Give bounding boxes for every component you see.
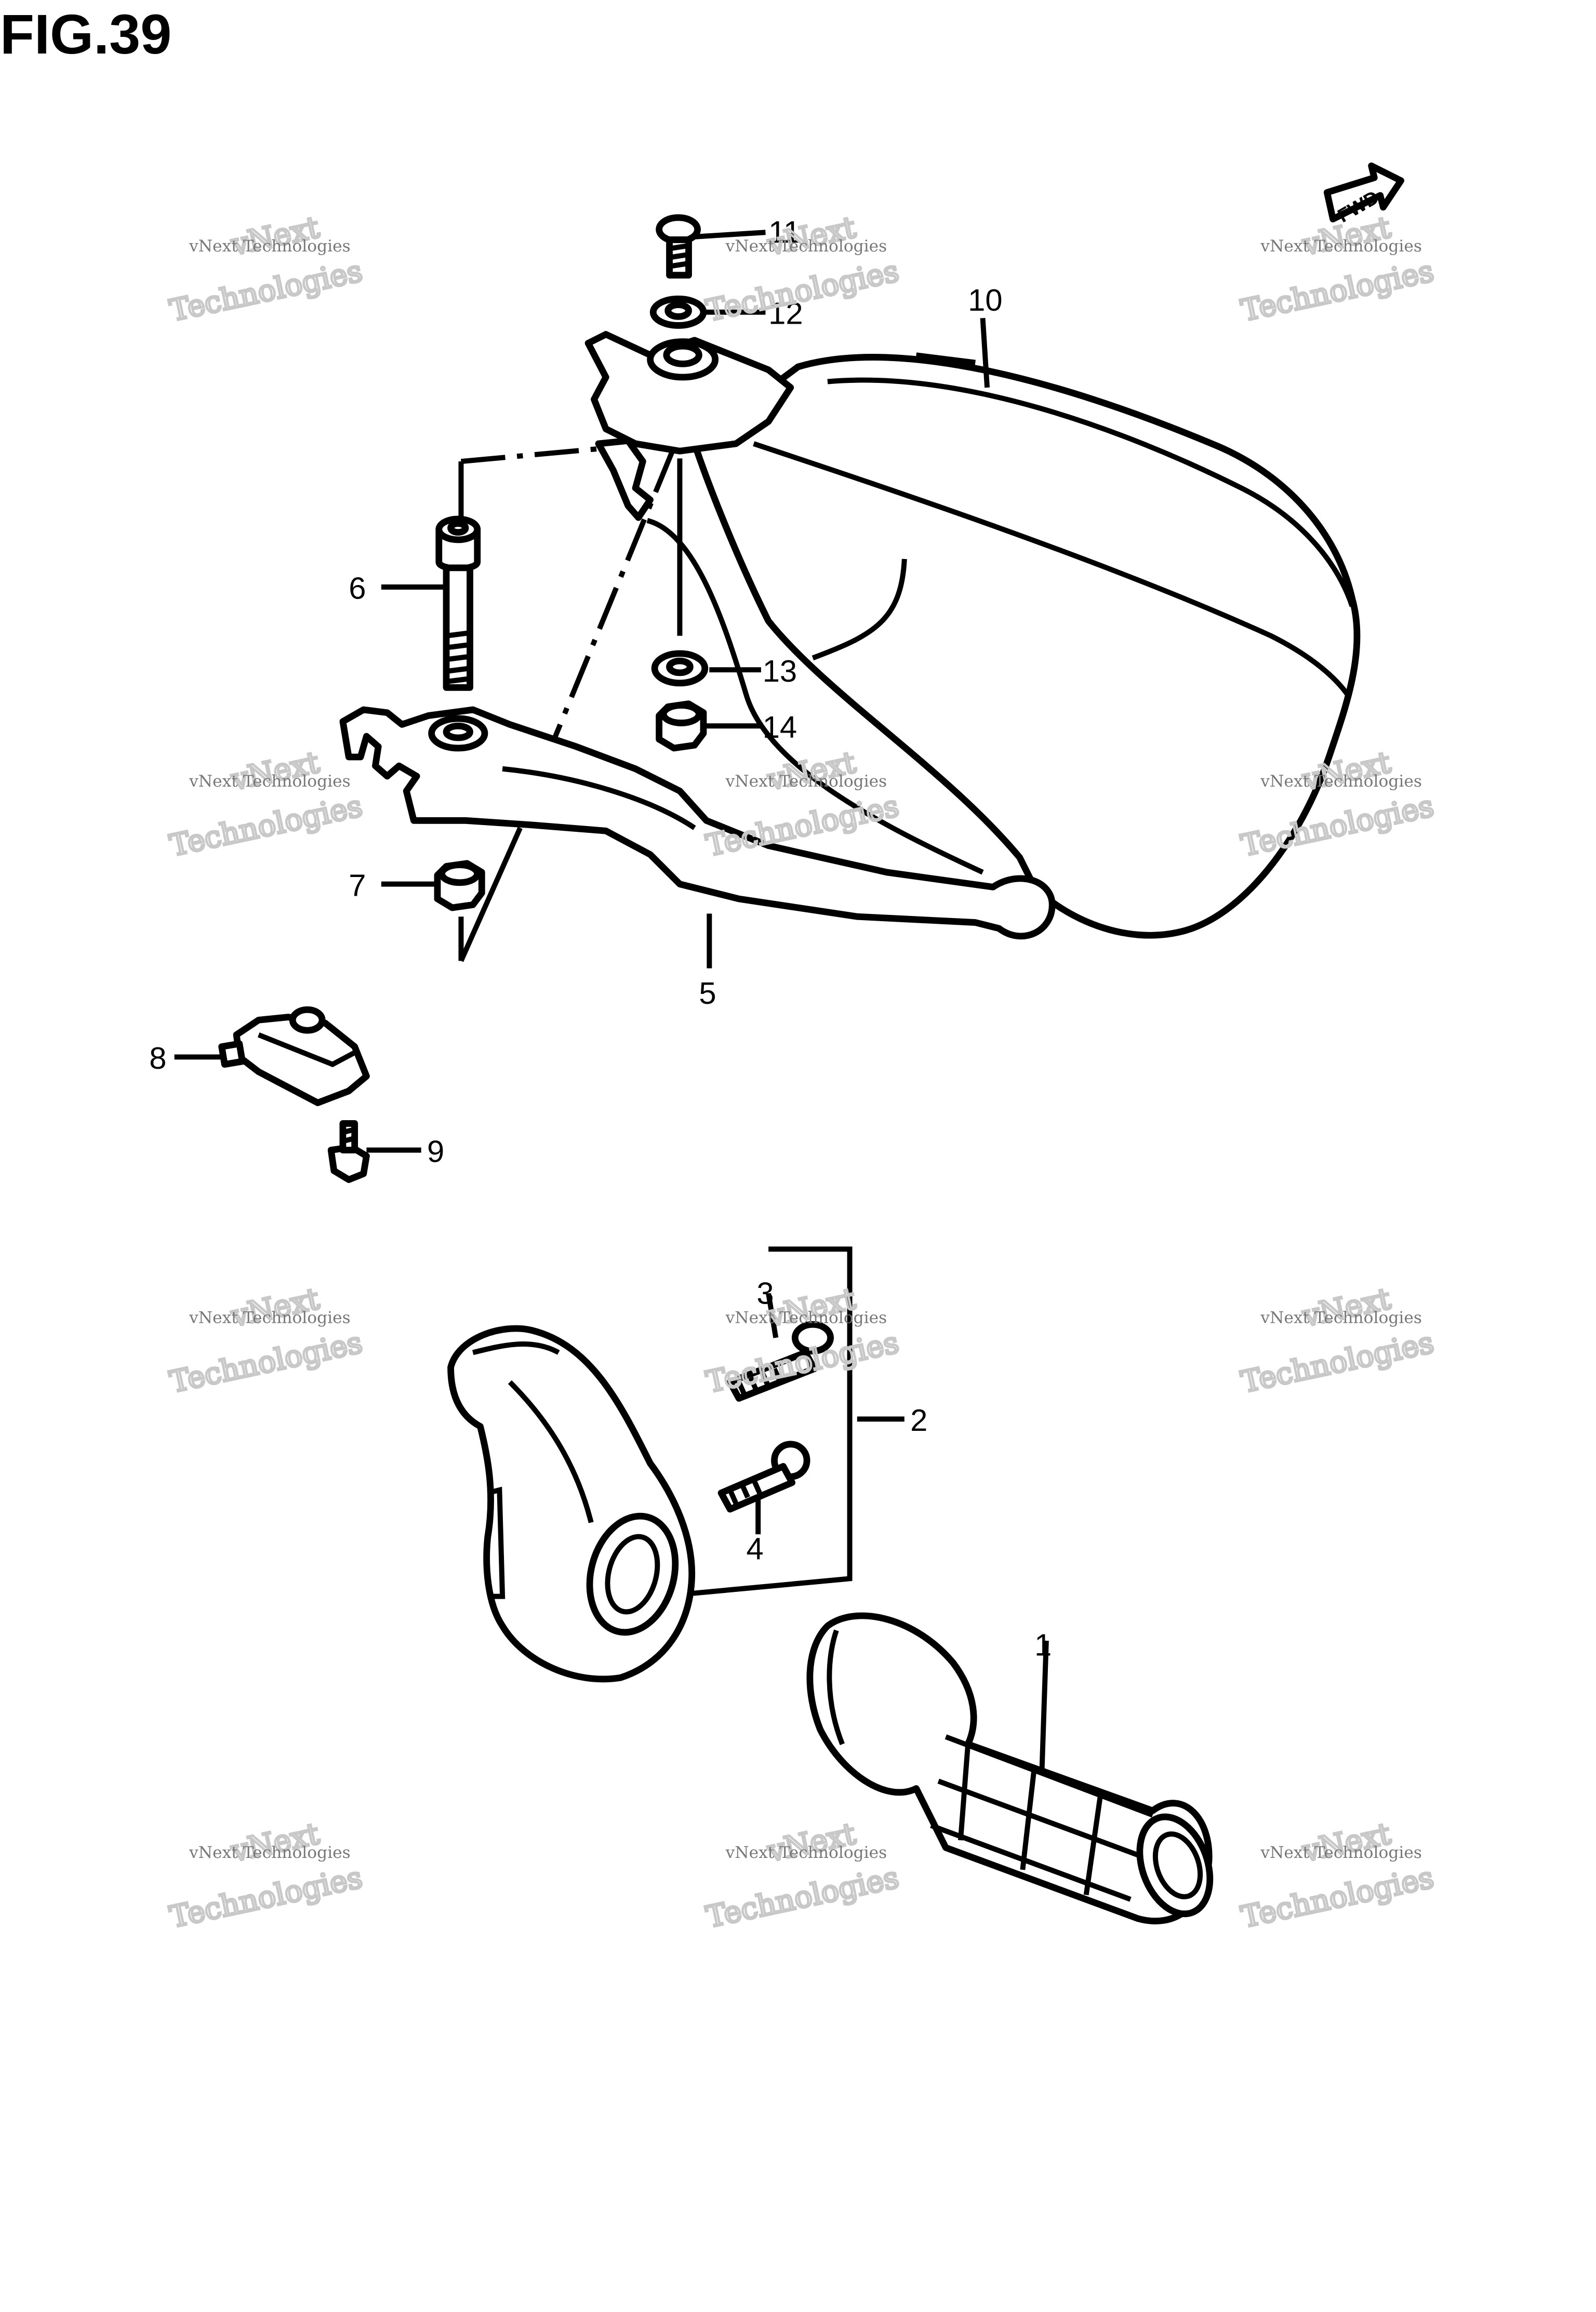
watermark: vNext vNext Technologies Technologies: [1237, 1281, 1438, 1401]
watermark-line2: vNext Technologies: [725, 772, 887, 791]
callout-11: 11: [768, 215, 801, 249]
watermark: vNext vNext Technologies Technologies: [166, 1815, 366, 1936]
watermark: vNext vNext Technologies Technologies: [166, 744, 366, 865]
throttle-housing: [447, 1325, 696, 1683]
callout-14: 14: [763, 710, 797, 745]
watermark: vNext vNext Technologies Technologies: [702, 744, 902, 865]
guard-bracket: [584, 331, 794, 521]
washer-13: [651, 650, 709, 687]
screw-9: [327, 1120, 370, 1183]
bolt-6: [435, 515, 481, 691]
callout-12: 12: [768, 296, 803, 331]
watermark: vNext vNext Technologies Technologies: [166, 209, 366, 329]
callout-labels: 1 2 3 4 5 6 7 8 9 10 11 12 13 14: [149, 215, 1052, 1662]
watermark: vNext vNext Technologies Technologies: [702, 1815, 902, 1936]
brake-lever: [339, 706, 1056, 940]
watermark-line3: Technologies: [167, 1861, 365, 1935]
watermark-line2: vNext Technologies: [1260, 1308, 1422, 1327]
assembly-bracket-2: [691, 1246, 853, 1596]
watermark-line2: vNext Technologies: [1260, 237, 1422, 256]
watermark-line2: vNext Technologies: [1260, 1843, 1422, 1862]
watermark-line2: vNext Technologies: [189, 1843, 351, 1862]
hand-guard: [691, 352, 1361, 939]
callout-9: 9: [427, 1134, 444, 1168]
watermark: vNext vNext Technologies Technologies: [1237, 209, 1438, 329]
screw-4: [717, 1441, 810, 1513]
alignment-lines: [458, 445, 683, 962]
watermark-line2: vNext Technologies: [1260, 772, 1422, 791]
nut-14: [656, 700, 707, 752]
watermark-line2: vNext Technologies: [725, 1308, 887, 1327]
washer-12: [649, 295, 707, 329]
watermark-line3: Technologies: [167, 254, 365, 328]
callout-1: 1: [1034, 1627, 1052, 1662]
watermark: vNext vNext Technologies Technologies: [166, 1281, 366, 1401]
callout-7: 7: [349, 868, 366, 902]
watermark-line2: vNext Technologies: [189, 1308, 351, 1327]
watermark-line3: Technologies: [1238, 1325, 1437, 1400]
watermark-line2: vNext Technologies: [725, 1843, 887, 1862]
figure-title: FIG.39: [0, 3, 171, 65]
watermark-line2: vNext Technologies: [189, 237, 351, 256]
callout-3: 3: [756, 1275, 774, 1310]
switch-8: [218, 1006, 370, 1107]
watermark-line2: vNext Technologies: [189, 772, 351, 791]
callout-8: 8: [149, 1041, 166, 1075]
fwd-arrow-icon: FWD: [1323, 162, 1404, 227]
callout-2: 2: [910, 1403, 927, 1438]
watermark-line2: vNext Technologies: [725, 237, 887, 256]
watermark-line3: Technologies: [1238, 1861, 1437, 1935]
watermark-line3: Technologies: [167, 789, 365, 863]
watermark-line3: Technologies: [167, 1325, 365, 1400]
watermark-line3: Technologies: [703, 1861, 902, 1935]
screw-3: [726, 1321, 834, 1402]
callout-13: 13: [763, 654, 797, 688]
watermark: vNext vNext Technologies Technologies: [1237, 1815, 1438, 1936]
callout-5: 5: [699, 976, 716, 1011]
callout-6: 6: [349, 571, 366, 606]
callout-4: 4: [746, 1532, 763, 1566]
nut-7: [434, 860, 485, 911]
leader-lines: [174, 230, 1049, 1774]
grip-1: [806, 1612, 1214, 1924]
cable-line: [646, 518, 984, 875]
callout-10: 10: [968, 283, 1002, 317]
screw-11: [656, 214, 701, 279]
watermark-line3: Technologies: [1238, 254, 1437, 328]
